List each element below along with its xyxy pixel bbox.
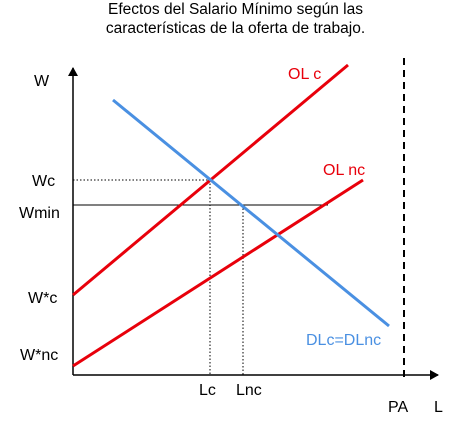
- demand-curve: [112, 98, 390, 328]
- w-star-nc-label: W*nc: [20, 347, 58, 364]
- x-axis-label-l: L: [434, 399, 443, 416]
- demand-label: DLc=DLnc: [306, 332, 381, 349]
- wc-label: Wc: [32, 173, 55, 190]
- lnc-label: Lnc: [236, 382, 262, 399]
- lc-label: Lc: [199, 382, 216, 399]
- ol-nc-label: OL nc: [323, 162, 365, 179]
- x-axis-label-pa: PA: [388, 399, 408, 416]
- title-line-2: características de la oferta de trabajo.: [105, 20, 366, 37]
- w-star-c-label: W*c: [28, 290, 57, 307]
- diagram-title: Efectos del Salario Mínimo según las car…: [0, 0, 471, 38]
- wmin-label: Wmin: [19, 205, 60, 222]
- title-line-1: Efectos del Salario Mínimo según las: [107, 1, 364, 18]
- y-axis-label: W: [34, 73, 50, 90]
- ol-c-label: OL c: [288, 66, 321, 83]
- supply-curve-ol-nc: [72, 178, 364, 368]
